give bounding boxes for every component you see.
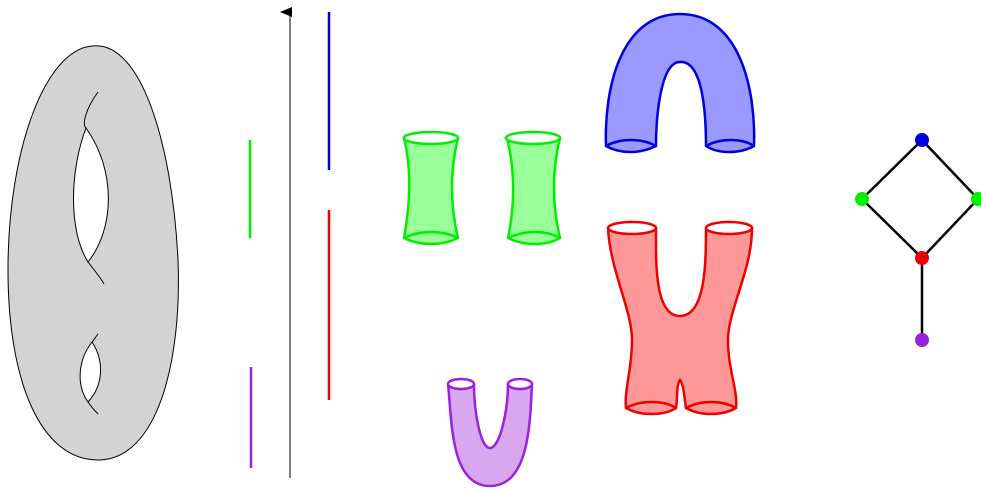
green-cylinder-right-top-rim	[504, 130, 562, 146]
blue-cap-body	[604, 12, 756, 154]
green-cylinder-left-body	[402, 136, 460, 246]
blue-cap-cobordism	[604, 12, 756, 154]
green-cylinder-left	[402, 130, 460, 246]
blue-cap-left-rim	[605, 138, 657, 148]
graph-node-middle	[915, 251, 929, 265]
graph-node-bottom	[915, 333, 929, 347]
red-pants-top-right-rim	[704, 220, 754, 236]
surface-hole-lower-ridge	[87, 333, 99, 415]
green-cylinder-right	[504, 130, 562, 246]
genus-two-surface	[7, 45, 179, 461]
reeb-graph	[855, 133, 981, 347]
purple-cup-body	[446, 378, 534, 488]
red-pants-top-left-rim	[606, 220, 658, 236]
graph-edge-top-right	[921, 139, 979, 200]
graph-edge-left-middle	[861, 198, 923, 259]
surface-hole-upper-ridge	[83, 91, 105, 285]
barcode	[248, 7, 331, 478]
graph-edge-right-middle	[921, 198, 979, 259]
graph-node-top	[915, 133, 929, 147]
graph-node-left	[855, 192, 869, 206]
red-pants-cobordism	[606, 220, 754, 416]
red-pants-body	[606, 220, 754, 416]
green-cylinder-right-bottom-rim	[507, 230, 561, 240]
surface-hole-upper	[73, 126, 109, 263]
green-cylinder-left-top-rim	[402, 130, 460, 146]
graph-edge-top-left	[861, 139, 923, 200]
red-pants-bottom-left-rim	[625, 400, 677, 410]
purple-cup-right-rim	[506, 377, 534, 391]
green-cylinder-left-bottom-rim	[403, 230, 459, 240]
purple-cup-left-rim	[446, 377, 476, 391]
red-pants-bottom-right-rim	[685, 400, 737, 410]
blue-cap-right-rim	[705, 138, 755, 148]
green-cylinder-right-body	[505, 136, 562, 246]
purple-cup-cobordism	[446, 377, 534, 488]
graph-node-right	[971, 192, 981, 206]
